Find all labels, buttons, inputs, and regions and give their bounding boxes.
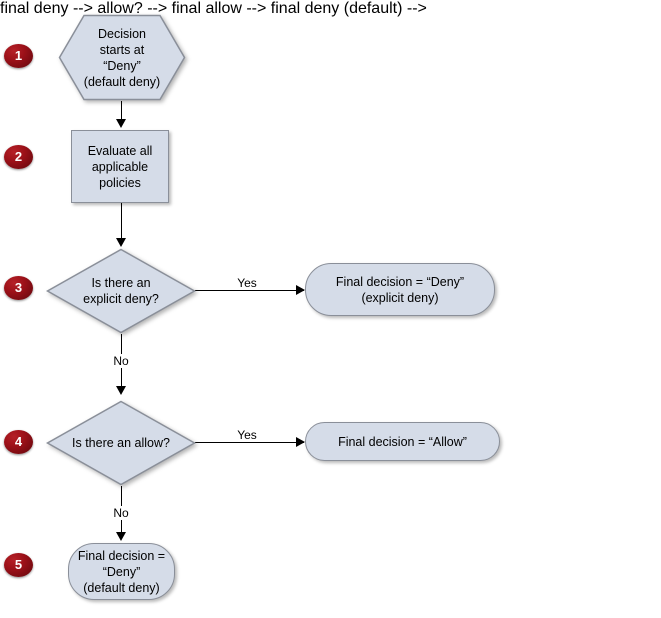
arrowhead-start-to-evaluate	[116, 119, 126, 128]
diamond-shape	[45, 248, 197, 334]
step-badge-1: 1	[4, 44, 33, 68]
hexagon-shape	[58, 14, 186, 101]
arrowhead-allow-yes	[296, 437, 305, 447]
node-allow-label: Is there an allow?	[72, 436, 170, 450]
node-evaluate-label: Evaluate all applicable policies	[87, 143, 153, 190]
node-final-allow: Final decision = “Allow”	[305, 422, 500, 461]
arrowhead-evaluate-to-explicit-deny	[116, 238, 126, 247]
step-badge-4: 4	[4, 430, 33, 454]
edge-label-explicit-deny-no: No	[104, 354, 138, 368]
step-badge-3: 3	[4, 276, 33, 300]
node-final-allow-label: Final decision = “Allow”	[338, 434, 467, 449]
connector-explicit-deny-yes	[195, 290, 304, 291]
edge-label-allow-no: No	[104, 506, 138, 520]
connector-start-to-evaluate	[121, 101, 122, 121]
diamond-shape	[45, 400, 197, 486]
node-final-deny-explicit-label: Final decision = “Deny” (explicit deny)	[335, 274, 465, 305]
arrowhead-allow-no	[116, 532, 126, 541]
node-evaluate: Evaluate all applicable policies	[71, 130, 169, 203]
node-final-deny-explicit: Final decision = “Deny” (explicit deny)	[305, 263, 495, 316]
arrowhead-explicit-deny-no	[116, 386, 126, 395]
node-allow: Is there an allow?	[45, 400, 197, 486]
node-start: Decision starts at “Deny” (default deny)	[58, 14, 186, 101]
node-start-label: Decision starts at “Deny” (default deny)	[83, 26, 161, 89]
node-final-deny-default-label: Final decision = “Deny” (default deny)	[77, 548, 166, 595]
node-explicit-deny-label: Is there an explicit deny?	[83, 276, 159, 306]
arrowhead-explicit-deny-yes	[296, 285, 305, 295]
connector-evaluate-to-explicit-deny	[121, 203, 122, 240]
step-badge-5: 5	[4, 553, 33, 577]
edge-label-explicit-deny-yes: Yes	[229, 276, 265, 290]
edge-label-allow-yes: Yes	[229, 428, 265, 442]
node-final-deny-default: Final decision = “Deny” (default deny)	[68, 543, 175, 600]
step-badge-2: 2	[4, 145, 33, 169]
connector-allow-yes	[195, 442, 304, 443]
node-explicit-deny: Is there an explicit deny?	[45, 248, 197, 334]
